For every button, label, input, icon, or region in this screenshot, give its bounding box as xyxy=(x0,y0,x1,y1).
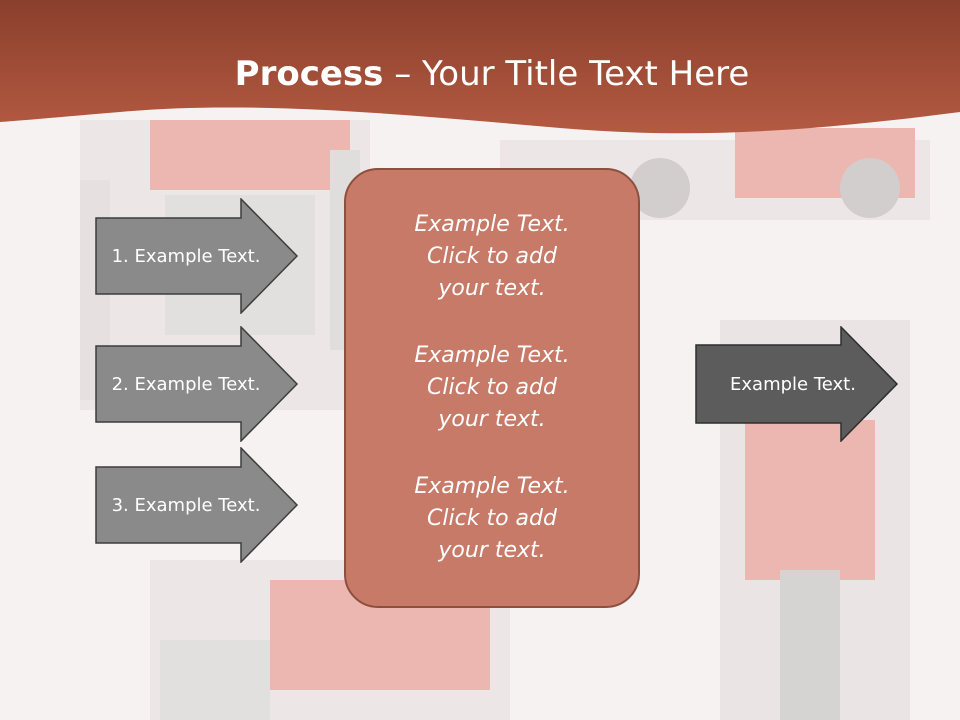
title-dash: – xyxy=(383,54,423,94)
title-text: Your Title Text Here xyxy=(422,54,750,94)
step-label-2: 2. Example Text. xyxy=(111,373,261,395)
arrow-shape-icon xyxy=(95,326,299,442)
panel-text-block-2[interactable]: Example Text. Click to add your text. xyxy=(414,342,570,432)
title-bold: Process xyxy=(234,54,384,94)
step-label-1: 1. Example Text. xyxy=(111,245,261,267)
step-arrow-1[interactable]: 1. Example Text. xyxy=(95,198,299,314)
result-arrow[interactable]: Example Text. xyxy=(695,326,899,442)
panel-text-block-3[interactable]: Example Text. Click to add your text. xyxy=(414,473,570,563)
panel-text-block-1[interactable]: Example Text. Click to add your text. xyxy=(414,212,570,302)
header-banner xyxy=(0,0,960,134)
arrow-shape-icon xyxy=(95,198,299,314)
arrow-shape-icon xyxy=(695,326,899,442)
step-label-3: 3. Example Text. xyxy=(111,494,261,516)
result-label: Example Text. xyxy=(730,373,856,395)
step-arrow-2[interactable]: 2. Example Text. xyxy=(95,326,299,442)
arrow-shape-icon xyxy=(95,447,299,563)
center-text-panel[interactable]: Example Text. Click to add your text. Ex… xyxy=(344,168,640,608)
slide-title: Process – Your Title Text Here xyxy=(0,52,960,96)
step-arrow-3[interactable]: 3. Example Text. xyxy=(95,447,299,563)
